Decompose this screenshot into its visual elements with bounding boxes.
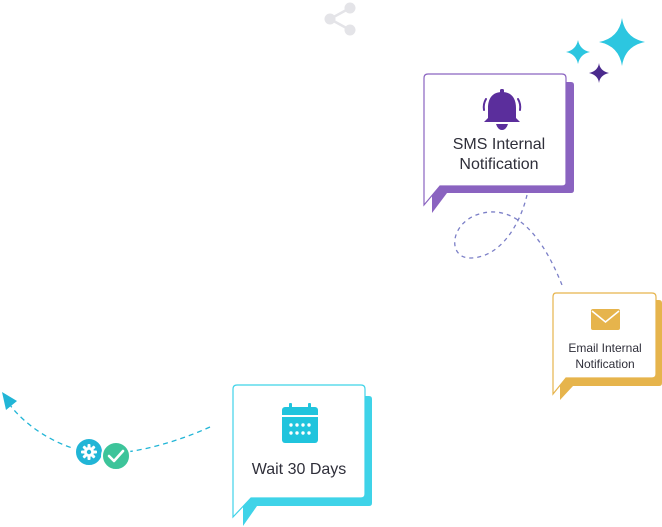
calendar-icon — [282, 403, 318, 443]
connector-path — [454, 194, 563, 286]
sms-card-label-line2: Notification — [459, 156, 539, 173]
check-badge-icon[interactable] — [101, 441, 131, 471]
email-notification-card[interactable] — [552, 292, 662, 400]
sparkle-icon — [566, 18, 645, 83]
email-card-label-line1: Email Internal — [568, 341, 642, 355]
wait-card[interactable] — [232, 384, 372, 526]
share-icon[interactable] — [324, 2, 356, 36]
sms-notification-card[interactable] — [423, 73, 574, 213]
gear-badge-icon[interactable] — [74, 437, 104, 467]
wait-card-label: Wait 30 Days — [251, 461, 347, 478]
bell-icon — [482, 89, 522, 130]
sms-card-label-line1: SMS Internal — [452, 136, 546, 153]
connector-arrow-path — [9, 404, 211, 455]
email-card-label: Email Internal Notification — [553, 340, 657, 372]
envelope-icon — [591, 309, 620, 330]
sms-card-label: SMS Internal Notification — [426, 135, 572, 175]
email-card-label-line2: Notification — [575, 357, 635, 371]
arrowhead-icon — [2, 392, 17, 410]
